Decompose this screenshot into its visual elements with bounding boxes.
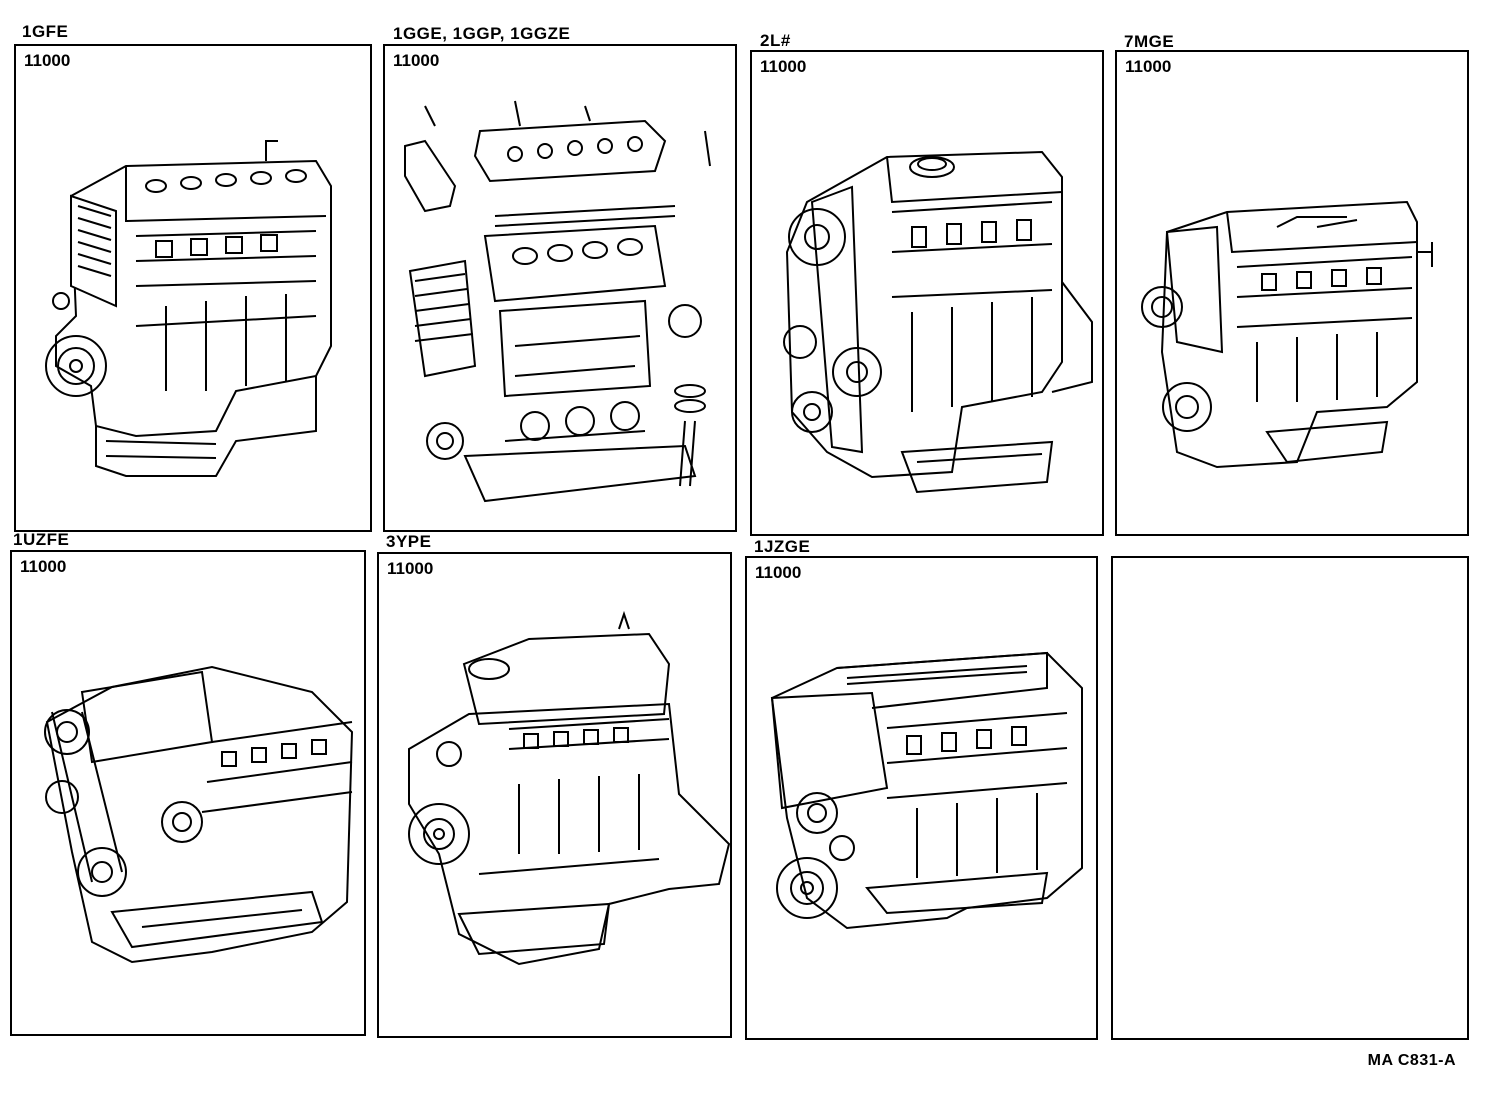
part-number: 11000	[393, 51, 440, 70]
engine-label-7mge: 7MGE	[1124, 32, 1175, 51]
panel-1uzfe[interactable]: 11000	[10, 550, 366, 1036]
part-number: 11000	[760, 57, 807, 76]
part-number: 11000	[387, 559, 434, 578]
panel-1gge-1ggp-1ggze[interactable]: 11000	[383, 44, 737, 532]
engine-assembly-illustration	[1117, 52, 1467, 534]
engine-label-1jzge: 1JZGE	[754, 537, 811, 556]
engine-label-1uzfe: 1UZFE	[13, 530, 70, 549]
panel-3ype[interactable]: 11000	[377, 552, 732, 1038]
part-number: 11000	[1125, 57, 1172, 76]
exploded-engine-illustration	[385, 46, 735, 530]
engine-label-2l: 2L#	[760, 31, 791, 50]
engine-assembly-illustration	[752, 52, 1102, 534]
engine-assembly-illustration	[379, 554, 730, 1036]
part-number: 11000	[20, 557, 67, 576]
engine-assembly-illustration	[16, 46, 370, 530]
engine-label-3ype: 3YPE	[386, 532, 432, 551]
panel-1gfe[interactable]: 11000	[14, 44, 372, 532]
part-number: 11000	[24, 51, 71, 70]
panel-7mge[interactable]: 11000	[1115, 50, 1469, 536]
engine-assembly-illustration	[747, 558, 1096, 1038]
engine-label-1gge-1ggp-1ggze: 1GGE, 1GGP, 1GGZE	[393, 24, 571, 43]
panel-1jzge[interactable]: 11000	[745, 556, 1098, 1040]
panel-2l[interactable]: 11000	[750, 50, 1104, 536]
drawing-reference-code: MA C831-A	[1367, 1052, 1456, 1069]
panel-empty	[1111, 556, 1469, 1040]
engine-label-1gfe: 1GFE	[22, 22, 69, 41]
engine-assembly-illustration	[12, 552, 364, 1034]
part-number: 11000	[755, 563, 802, 582]
